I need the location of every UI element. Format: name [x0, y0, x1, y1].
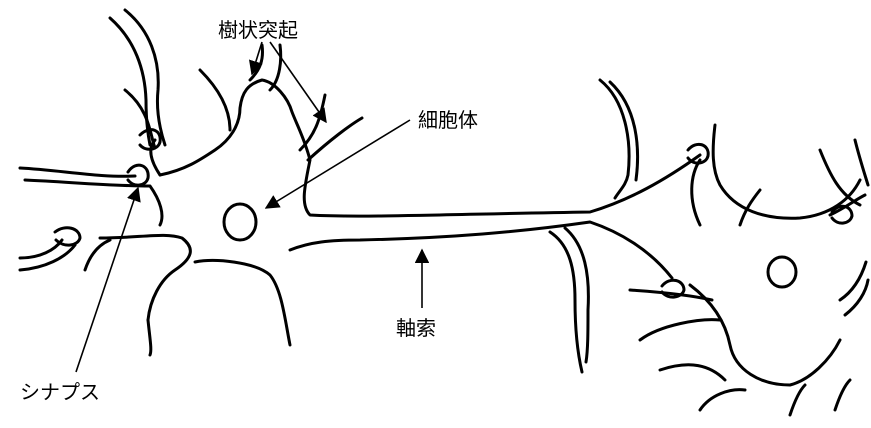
dendrite-branch — [125, 90, 155, 148]
label-axon: 軸索 — [396, 312, 436, 341]
dendrite-branch — [790, 385, 805, 415]
dendrite-branch — [692, 160, 700, 225]
label-synapse: シナプス — [20, 376, 100, 405]
dendrite-branch — [20, 240, 62, 258]
dendrite-branch — [660, 365, 725, 380]
dendrite-branch — [25, 180, 162, 225]
soma-outline — [713, 125, 860, 218]
dendrite-branch — [820, 150, 860, 205]
dendrite-branch — [20, 168, 135, 176]
nucleus — [768, 257, 796, 287]
label-soma: 細胞体 — [418, 104, 478, 133]
dendrite-branch — [855, 140, 868, 185]
dendrite-branch — [640, 320, 720, 340]
left-neuron — [20, 10, 700, 355]
dendrite-branch — [110, 18, 150, 145]
dendrite-branch — [148, 320, 151, 355]
dendrite-branch — [700, 390, 745, 410]
dendrite-arrow — [270, 42, 326, 122]
axon-terminal-branch — [600, 80, 629, 198]
soma-axon-top-outline — [160, 80, 700, 216]
dendrite-branch — [200, 70, 230, 130]
synapse-knob — [55, 228, 80, 245]
synapse-arrow — [76, 188, 138, 372]
dendrite-branch — [835, 380, 850, 410]
label-dendrite: 樹状突起 — [218, 14, 298, 43]
soma-axon-bottom-outline — [100, 222, 672, 345]
dendrite-branch — [85, 240, 110, 270]
nucleus — [224, 204, 256, 240]
axon-terminal-branch — [550, 232, 582, 372]
